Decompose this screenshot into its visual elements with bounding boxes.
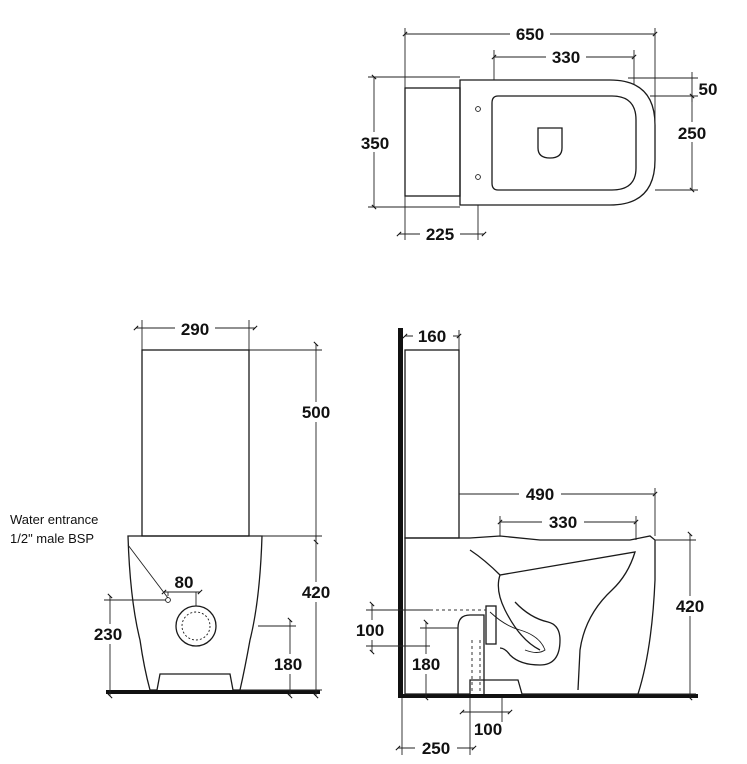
dim-top-350: 350 xyxy=(361,134,389,153)
front-floor xyxy=(106,690,320,694)
dim-side-330: 330 xyxy=(549,513,577,532)
side-view: 160 490 330 420 100 180 100 xyxy=(352,326,712,758)
dim-side-180: 180 xyxy=(412,655,440,674)
dim-front-180: 180 xyxy=(274,655,302,674)
top-view: 650 330 50 250 350 225 xyxy=(355,22,717,244)
front-outlet-inner xyxy=(181,611,211,641)
side-trap xyxy=(499,601,561,666)
dim-side-160: 160 xyxy=(418,327,446,346)
dim-top-225: 225 xyxy=(426,225,454,244)
side-wall xyxy=(398,328,403,698)
dim-front-420: 420 xyxy=(302,583,330,602)
dim-top-330: 330 xyxy=(552,48,580,67)
side-floor-outlet-inner xyxy=(471,640,481,694)
dim-side-100-left: 100 xyxy=(356,621,384,640)
note-water-entrance: Water entrance xyxy=(10,512,98,527)
dim-side-490: 490 xyxy=(526,485,554,504)
side-bowl xyxy=(469,549,636,691)
dim-side-420: 420 xyxy=(676,597,704,616)
dim-top-250: 250 xyxy=(678,124,706,143)
dim-top-650: 650 xyxy=(516,25,544,44)
top-seat-outline xyxy=(459,79,656,206)
side-floor xyxy=(398,694,698,698)
side-floor-outlet xyxy=(457,614,485,694)
top-bowl-opening xyxy=(491,95,637,191)
top-hinge-2 xyxy=(475,174,481,180)
dim-side-100-bottom: 100 xyxy=(474,720,502,739)
side-outlet-pipe xyxy=(485,605,497,645)
front-view: 290 500 420 80 230 180 Water entrance 1/… xyxy=(10,318,336,699)
side-trap-inner xyxy=(489,611,546,653)
dim-side-250: 250 xyxy=(422,739,450,758)
top-drain xyxy=(537,127,563,159)
dim-front-230: 230 xyxy=(94,625,122,644)
dim-top-50: 50 xyxy=(699,80,718,99)
dim-front-500: 500 xyxy=(302,403,330,422)
dim-front-290: 290 xyxy=(181,320,209,339)
front-base xyxy=(127,535,263,691)
side-cistern xyxy=(404,349,460,539)
dim-front-80: 80 xyxy=(175,573,194,592)
front-inlet xyxy=(165,597,171,603)
top-cistern xyxy=(404,87,461,197)
front-cistern xyxy=(141,349,250,537)
note-water-bsp: 1/2" male BSP xyxy=(10,531,94,546)
side-body xyxy=(404,535,656,695)
top-hinge-1 xyxy=(475,106,481,112)
